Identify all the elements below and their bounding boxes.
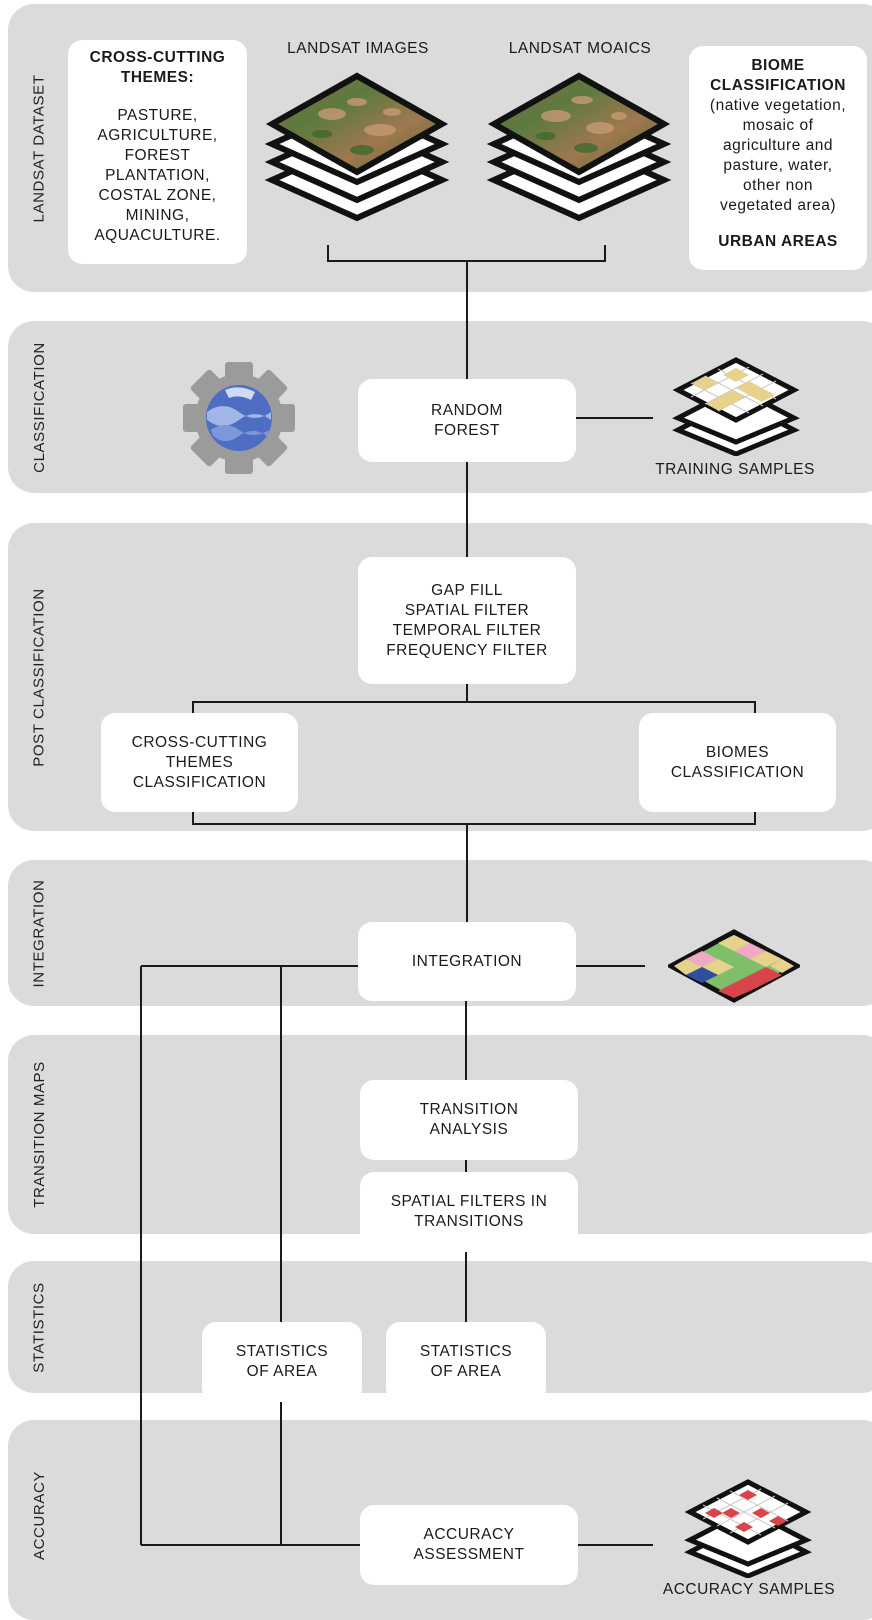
statistics-of-area-right-box: STATISTICS OF AREA [386, 1322, 546, 1402]
random-forest-box: RANDOM FOREST [358, 379, 576, 462]
earth-engine-gear-icon [183, 362, 295, 474]
biomes-line-1: BIOMES [705, 743, 770, 761]
theme-item: AGRICULTURE, [97, 127, 218, 144]
biome-desc-line: (native vegetation, [709, 97, 847, 114]
statistics-of-area-left-box: STATISTICS OF AREA [202, 1322, 362, 1402]
accuracy-samples-grid-icon [684, 1479, 812, 1578]
random-forest-line-2: FOREST [434, 421, 500, 439]
biome-desc-line: other non [743, 177, 813, 194]
theme-item: PASTURE, [117, 107, 198, 124]
training-samples-grid-icon [672, 357, 800, 456]
stats-right-line-1: STATISTICS [419, 1343, 513, 1360]
theme-item: COSTAL ZONE, [98, 187, 217, 204]
urban-areas-label: URBAN AREAS [718, 233, 838, 250]
frequency-filter-label: FREQUENCY FILTER [386, 641, 548, 659]
temporal-filter-label: TEMPORAL FILTER [392, 621, 542, 639]
cct-line-3: CLASSIFICATION [132, 773, 267, 791]
integrated-map-icon [668, 929, 800, 1003]
filters-box: GAP FILL SPATIAL FILTER TEMPORAL FILTER … [358, 557, 576, 684]
cct-line-1: CROSS-CUTTING [131, 733, 268, 751]
landsat-images-stack-icon [264, 72, 450, 222]
theme-item: MINING, [125, 207, 190, 224]
transition-analysis-box: TRANSITION ANALYSIS [360, 1080, 578, 1160]
theme-item: PLANTATION, [105, 167, 210, 184]
accuracy-assessment-box: ACCURACY ASSESSMENT [360, 1505, 578, 1585]
spatial-filter-label: SPATIAL FILTER [404, 601, 530, 619]
biome-title-line-1: BIOME [751, 57, 805, 74]
cross-cutting-themes-classification-box: CROSS-CUTTING THEMES CLASSIFICATION [101, 713, 298, 812]
training-samples-label: TRAINING SAMPLES [655, 461, 815, 478]
spatial-filters-transitions-box: SPATIAL FILTERS IN TRANSITIONS [360, 1172, 578, 1252]
stats-left-line-2: OF AREA [246, 1363, 318, 1380]
random-forest-line-1: RANDOM [431, 401, 503, 419]
spatial-filters-line-1: SPATIAL FILTERS IN [390, 1193, 548, 1210]
themes-title-line-1: CROSS-CUTTING [89, 49, 226, 66]
biome-classification-box: BIOME CLASSIFICATION (native vegetation,… [689, 46, 867, 270]
cct-line-2: THEMES [165, 753, 234, 771]
stats-left-line-1: STATISTICS [235, 1343, 329, 1360]
landsat-mosaics-stack-icon [486, 72, 672, 222]
biomes-classification-box: BIOMES CLASSIFICATION [639, 713, 836, 812]
landsat-images-label: LANDSAT IMAGES [287, 40, 429, 57]
theme-item: AQUACULTURE. [94, 227, 221, 244]
gap-fill-label: GAP FILL [431, 581, 503, 599]
integration-box: INTEGRATION [358, 922, 576, 1001]
biome-desc-line: agriculture and [722, 137, 834, 154]
accuracy-assessment-line-2: ASSESSMENT [413, 1546, 525, 1563]
transition-analysis-line-1: TRANSITION [419, 1101, 519, 1118]
transition-analysis-line-2: ANALYSIS [429, 1121, 509, 1138]
biome-desc-line: vegetated area) [719, 197, 837, 214]
biomes-line-2: CLASSIFICATION [670, 763, 805, 781]
themes-title-line-2: THEMES: [120, 69, 195, 86]
integration-label: INTEGRATION [411, 952, 523, 970]
biome-desc-line: pasture, water, [723, 157, 833, 174]
accuracy-assessment-line-1: ACCURACY [423, 1526, 515, 1543]
accuracy-samples-label: ACCURACY SAMPLES [662, 1581, 836, 1598]
biome-desc-line: mosaic of [742, 117, 814, 134]
cross-cutting-themes-box: CROSS-CUTTING THEMES: PASTURE, AGRICULTU… [68, 40, 247, 264]
landsat-mosaics-label: LANDSAT MOAICS [508, 40, 652, 57]
theme-item: FOREST [124, 147, 191, 164]
stats-right-line-2: OF AREA [430, 1363, 502, 1380]
spatial-filters-line-2: TRANSITIONS [414, 1213, 524, 1230]
biome-title-line-2: CLASSIFICATION [710, 77, 846, 94]
